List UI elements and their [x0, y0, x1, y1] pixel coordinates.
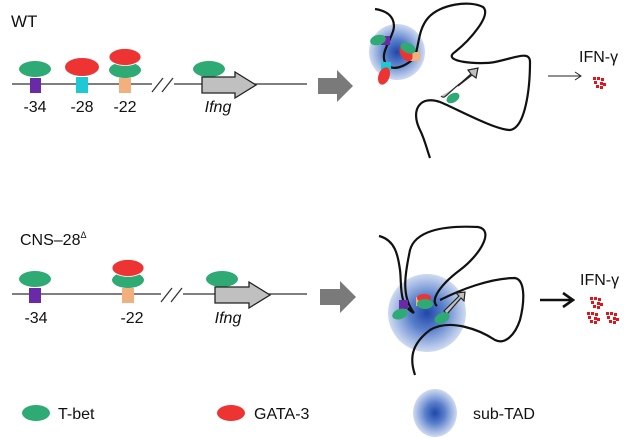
wt-gata3-22	[108, 48, 142, 66]
wt-ifng-gene-arrow	[201, 70, 258, 100]
wt-tbet-3d	[370, 34, 386, 46]
wt-cns-22-site	[119, 78, 131, 93]
wt-ifng-gene-arrow-3d	[440, 67, 479, 98]
wt-site-label: -22	[113, 99, 136, 116]
wt-cns-34-site	[30, 78, 41, 93]
wt-chromatin-loop	[369, 2, 532, 159]
legend-label-subtad: sub-TAD	[473, 406, 535, 423]
mutant-site-label: -22	[120, 310, 143, 327]
mutant-gata3-22	[111, 259, 145, 277]
wt-tbet-ifng	[193, 61, 225, 77]
wt-ifng-label: IFN-γ	[579, 49, 618, 66]
mutant-cns-22-site	[122, 288, 134, 303]
wt-cns-22-site-3d	[410, 52, 420, 61]
ifng-protein-icon	[587, 312, 600, 324]
ifng-protein-icon	[606, 312, 619, 324]
mutant-output-arrow	[540, 291, 576, 309]
mutant-ifng-gene-arrow	[214, 280, 272, 310]
mutant-gene-label: Ifng	[215, 310, 242, 327]
mutant-site-label: -34	[24, 310, 47, 327]
tbet-legend-icon	[22, 405, 50, 421]
wt-panel: WT -34 -28 -22 Ifng	[11, 2, 618, 159]
legend-label-tbet: T-bet	[58, 406, 95, 423]
mutant-cns-34-site-3d	[399, 300, 408, 309]
mutant-break-mark	[160, 287, 183, 303]
mutant-tbet-34	[19, 271, 51, 287]
legend: T-bet GATA-3 sub-TAD	[22, 389, 535, 437]
wt-cns-28-site-3d	[381, 62, 391, 71]
wt-site-label: -34	[23, 99, 46, 116]
ifng-protein-icon	[593, 77, 606, 89]
wt-gene-label: Ifng	[205, 99, 232, 116]
wt-tbet-22	[109, 62, 141, 78]
ifng-protein-icon	[590, 297, 603, 309]
gata3-legend-icon	[217, 405, 245, 421]
wt-tbet-34	[19, 61, 51, 77]
mutant-title: CNS–28Δ	[20, 230, 87, 249]
mutant-tbet-3d	[392, 308, 408, 320]
mutant-tbet-22	[112, 272, 144, 288]
mutant-cns-34-site	[29, 288, 41, 303]
mutant-sub-tad	[388, 274, 466, 352]
mutant-chromatin-loop	[378, 225, 525, 376]
wt-title: WT	[11, 12, 37, 31]
mutant-tbet-3d	[417, 299, 433, 309]
mutant-tbet-ifng	[206, 271, 238, 287]
mutant-ifng-gene-arrow-3d	[443, 291, 466, 315]
wt-cns-28-site	[76, 77, 88, 93]
mutant-process-arrow	[320, 281, 356, 313]
wt-tbet-3d	[400, 42, 416, 54]
mutant-tbet-ifng-3d	[434, 312, 450, 324]
subtad-legend-icon	[413, 389, 457, 437]
mutant-panel: CNS–28Δ -34 -22 Ifng	[12, 225, 619, 376]
wt-output-arrow	[548, 71, 582, 81]
wt-break-mark	[151, 77, 174, 93]
wt-process-arrow	[318, 70, 353, 102]
legend-label-gata3: GATA-3	[254, 406, 310, 423]
wt-gata3-28	[65, 58, 99, 76]
wt-gata3-3d	[377, 67, 391, 85]
wt-site-label: -28	[70, 99, 93, 116]
mutant-ifng-label: IFN-γ	[580, 272, 619, 289]
wt-cns-34-site-3d	[381, 36, 390, 45]
wt-tbet-ifng-3d	[446, 92, 460, 104]
